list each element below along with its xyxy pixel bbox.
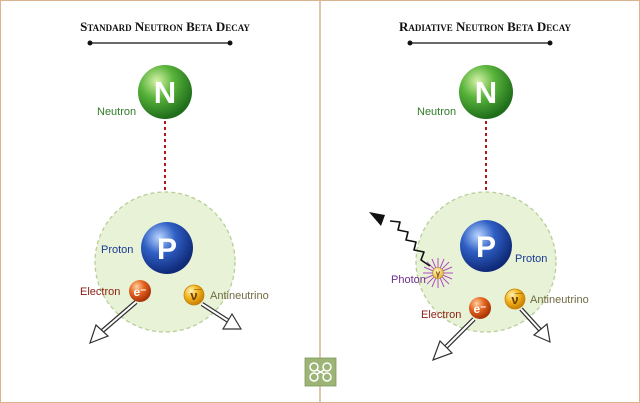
electron-sphere — [129, 280, 151, 302]
proton-label: Proton — [101, 244, 133, 256]
electron-symbol: e⁻ — [133, 285, 146, 299]
photon-label: Photon — [391, 274, 426, 286]
electron-label: Electron — [80, 286, 120, 298]
antineutrino-arrow-head — [532, 322, 551, 343]
antineutrino-arrow-head — [221, 312, 243, 330]
antineutrino-label: Antineutrino — [210, 290, 269, 302]
antineutrino-symbol: ν̅ — [190, 288, 201, 303]
photon-symbol: γ — [436, 269, 441, 278]
neutron-label: Neutron — [417, 106, 456, 118]
electron-label: Electron — [421, 309, 461, 321]
panel-title: Radiative Neutron Beta Decay — [399, 19, 571, 34]
neutron-sphere — [459, 65, 513, 119]
title-rule-end-right — [227, 40, 233, 46]
photon-wave-path — [389, 220, 431, 267]
electron-symbol: e⁻ — [473, 302, 486, 316]
title-rule-end-right — [547, 40, 553, 46]
antineutrino-symbol: ν̅ — [511, 292, 522, 307]
electron-sphere — [469, 297, 491, 319]
electron-arrow-shaft — [444, 318, 475, 349]
panel-standard-decay: Standard Neutron Beta Decay N Neutron P … — [80, 19, 269, 345]
antineutrino-arrow-shaft — [520, 308, 542, 332]
panel-title: Standard Neutron Beta Decay — [80, 19, 250, 34]
proton-label: Proton — [515, 253, 547, 265]
antineutrino-arrow-shaft — [201, 303, 231, 323]
neutron-symbol: N — [475, 75, 497, 110]
antineutrino-sphere — [504, 288, 526, 310]
neutron-symbol: N — [154, 75, 176, 110]
electron-arrow-head — [89, 323, 110, 345]
proton-sphere — [460, 220, 512, 272]
title-rule-end-left — [87, 40, 93, 46]
neutron-sphere — [138, 65, 192, 119]
proton-sphere — [141, 222, 193, 274]
antineutrino-sphere — [183, 284, 205, 306]
knot-ornament-icon — [304, 357, 337, 387]
electron-arrow-shaft — [99, 301, 137, 334]
proton-symbol: P — [157, 233, 177, 266]
title-rule-end-left — [407, 40, 413, 46]
panel-radiative-decay: Radiative Neutron Beta Decay N Neutron P… — [369, 19, 589, 362]
neutron-label: Neutron — [97, 106, 136, 118]
photon-burst-icon — [423, 258, 453, 288]
photon-arrow-head — [369, 212, 385, 226]
proton-symbol: P — [476, 231, 496, 264]
electron-arrow-head — [431, 339, 454, 362]
antineutrino-label: Antineutrino — [530, 294, 589, 306]
